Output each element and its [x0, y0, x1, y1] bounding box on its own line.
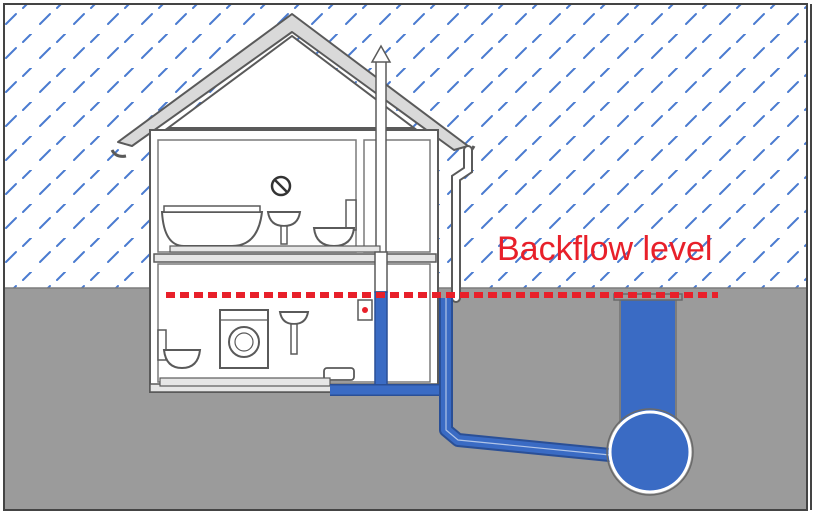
washbasin-icon [266, 211, 302, 245]
backflow-level-label: Backflow level [497, 230, 712, 268]
no-entry-sign-icon [270, 175, 292, 197]
toilet-icon [157, 329, 202, 370]
frame [3, 3, 808, 511]
floor-slab [153, 253, 437, 263]
basement-drain-pipe [159, 377, 331, 387]
bathtub-icon [160, 205, 264, 247]
stack-pipe-flooded [374, 291, 388, 393]
upper-drain-pipe [169, 245, 381, 253]
stack-pipe-upper [374, 251, 388, 293]
backwater-valve-icon [357, 299, 373, 321]
downpipe-icon [451, 145, 473, 303]
washing-machine-icon [219, 309, 269, 369]
left-gutter [110, 149, 127, 158]
manhole-shaft [606, 293, 694, 496]
floor-drain-icon [323, 367, 355, 381]
sewer-pipe-icon [330, 298, 621, 463]
washbasin-icon [278, 311, 310, 355]
